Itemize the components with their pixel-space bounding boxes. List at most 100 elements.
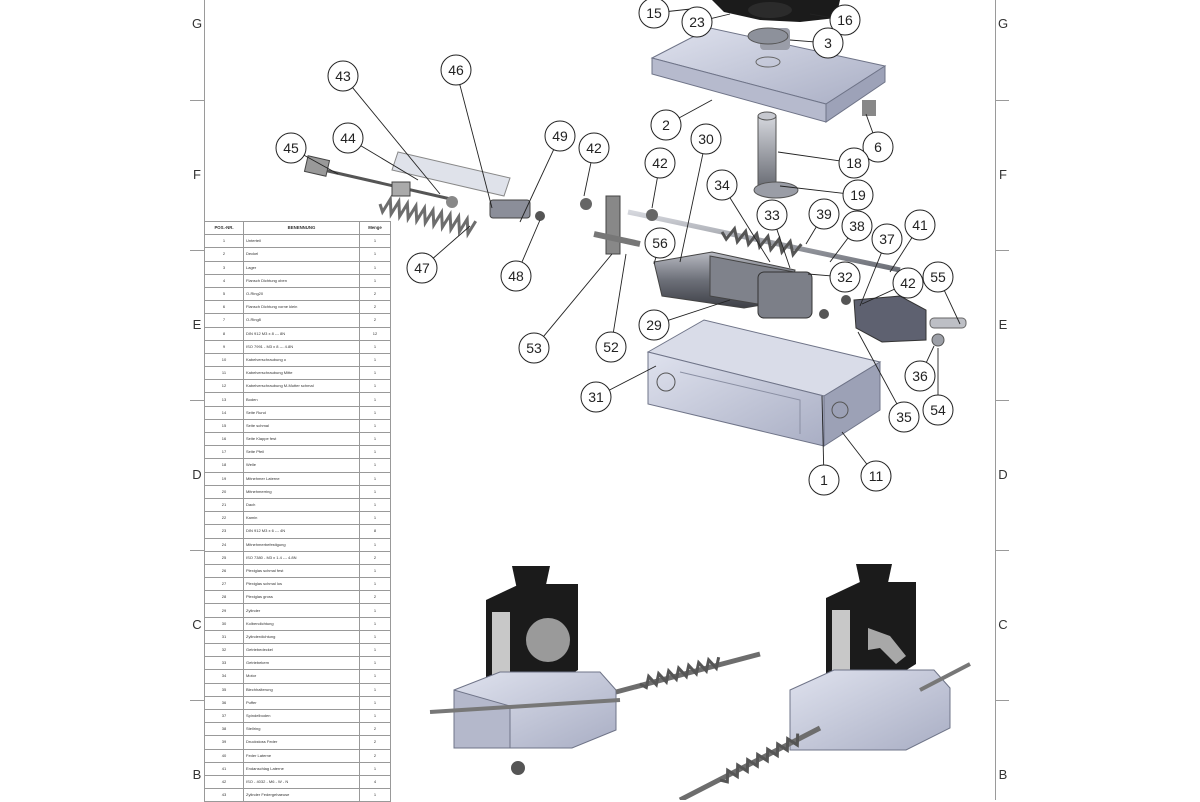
callout-number: 18 bbox=[846, 155, 862, 171]
callout-leader-line bbox=[776, 229, 791, 269]
assembled-view-signal-b bbox=[678, 564, 971, 800]
callout-number: 19 bbox=[850, 187, 866, 203]
bom-qty-cell: 1 bbox=[359, 788, 391, 802]
callout-leader-line bbox=[653, 257, 657, 265]
callout-number: 11 bbox=[869, 468, 884, 484]
zone-label: E bbox=[192, 317, 202, 332]
callout-leader-line bbox=[303, 154, 339, 175]
callout-balloon bbox=[888, 401, 920, 433]
callout-number: 34 bbox=[714, 177, 730, 193]
callout-balloon bbox=[922, 261, 954, 293]
callout-balloon bbox=[841, 210, 873, 242]
zone-label: D bbox=[998, 467, 1008, 482]
callout-balloon bbox=[440, 54, 472, 86]
zone-divider bbox=[995, 550, 1009, 551]
callout-number: 42 bbox=[586, 140, 602, 156]
callout-leader-line bbox=[352, 87, 441, 195]
callout-balloon bbox=[595, 331, 627, 363]
callout-leader-line bbox=[859, 252, 882, 307]
callout-number: 23 bbox=[689, 14, 705, 30]
callout-balloon bbox=[638, 309, 670, 341]
callout-leader-line bbox=[668, 299, 731, 321]
callout-leader-line bbox=[729, 197, 771, 263]
shaft-part bbox=[753, 111, 799, 199]
zone-divider bbox=[190, 100, 204, 101]
callout-balloon bbox=[842, 179, 874, 211]
zone-divider bbox=[995, 700, 1009, 701]
zone-divider bbox=[995, 100, 1009, 101]
callout-leader-line bbox=[583, 162, 592, 197]
callout-balloon bbox=[829, 4, 861, 36]
zone-divider bbox=[190, 400, 204, 401]
callout-balloon bbox=[862, 131, 894, 163]
callout-balloon bbox=[518, 332, 550, 364]
callout-number: 37 bbox=[879, 231, 895, 247]
callout-balloon bbox=[544, 120, 576, 152]
callout-balloon bbox=[904, 360, 936, 392]
callout-leader-line bbox=[777, 151, 840, 162]
zone-divider bbox=[995, 400, 1009, 401]
callout-number: 2 bbox=[662, 117, 670, 133]
callout-leader-line bbox=[679, 153, 704, 263]
callout-number: 43 bbox=[335, 68, 351, 84]
callout-balloon bbox=[808, 464, 840, 496]
zone-label: F bbox=[999, 167, 1007, 182]
callout-leader-line bbox=[809, 13, 831, 18]
callout-number: 33 bbox=[764, 207, 780, 223]
callout-number: 49 bbox=[552, 128, 568, 144]
callout-balloon bbox=[327, 60, 359, 92]
callout-leader-line bbox=[829, 237, 849, 263]
callout-balloon bbox=[812, 27, 844, 59]
callout-number: 39 bbox=[816, 206, 832, 222]
callout-number: 42 bbox=[900, 275, 916, 291]
spindle-motor-parts bbox=[580, 195, 967, 347]
callout-leader-line bbox=[360, 145, 419, 181]
zone-divider bbox=[190, 700, 204, 701]
callout-number: 52 bbox=[603, 339, 619, 355]
callout-number: 41 bbox=[912, 217, 928, 233]
callout-number: 42 bbox=[652, 155, 668, 171]
callout-balloon bbox=[644, 147, 676, 179]
callout-balloon bbox=[922, 394, 954, 426]
zone-label: G bbox=[191, 16, 203, 31]
callout-leader-line bbox=[678, 99, 713, 119]
callout-number: 55 bbox=[930, 269, 946, 285]
callout-number: 47 bbox=[414, 260, 430, 276]
callout-balloon bbox=[871, 223, 903, 255]
callout-balloon bbox=[650, 109, 682, 141]
zone-label: F bbox=[193, 167, 201, 182]
callout-leader-line bbox=[789, 39, 814, 43]
zone-divider bbox=[190, 550, 204, 551]
callout-number: 3 bbox=[824, 35, 832, 51]
callout-number: 15 bbox=[646, 5, 662, 21]
callout-number: 16 bbox=[837, 12, 853, 28]
callout-balloon bbox=[892, 267, 924, 299]
callout-leader-line bbox=[543, 253, 613, 337]
callout-number: 54 bbox=[930, 402, 946, 418]
callout-leader-line bbox=[857, 331, 898, 405]
callout-balloon bbox=[578, 132, 610, 164]
callout-leader-line bbox=[805, 226, 817, 245]
callout-leader-line bbox=[889, 237, 913, 273]
zone-label: E bbox=[998, 317, 1008, 332]
callout-leader-line bbox=[609, 365, 657, 391]
callout-number: 1 bbox=[820, 472, 828, 488]
callout-leader-line bbox=[943, 290, 961, 325]
callout-balloon bbox=[838, 147, 870, 179]
callout-balloon bbox=[706, 169, 738, 201]
spring-assembly-parts bbox=[303, 151, 545, 239]
